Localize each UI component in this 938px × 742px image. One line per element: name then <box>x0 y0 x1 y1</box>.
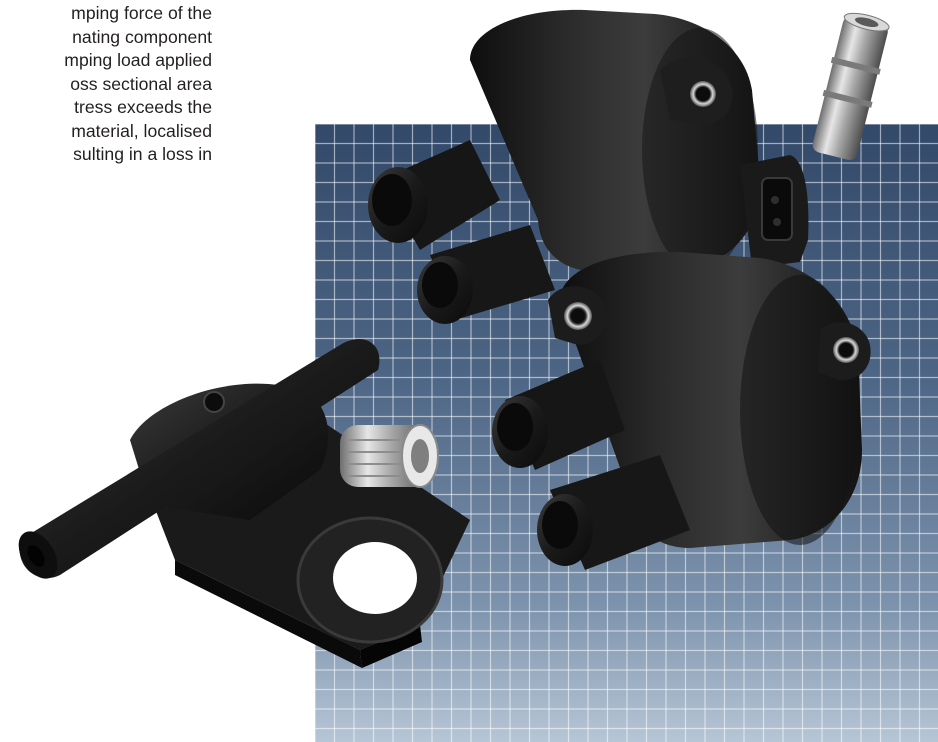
body-text-fragment: mping force of the nating component mpin… <box>0 2 212 167</box>
text-line: sulting in a loss in <box>73 144 212 164</box>
text-line: mping load applied <box>64 50 212 70</box>
text-line: mping force of the <box>71 3 212 23</box>
sleeve-insert-image <box>812 12 890 160</box>
text-line: material, localised <box>71 120 212 141</box>
threaded-insert-image <box>340 424 439 488</box>
sensor-housing-image <box>18 339 470 668</box>
text-line: nating component <box>72 26 212 47</box>
text-line: tress exceeds the <box>74 97 212 117</box>
text-line: oss sectional area <box>70 73 212 94</box>
ignition-coil-image <box>368 9 871 570</box>
